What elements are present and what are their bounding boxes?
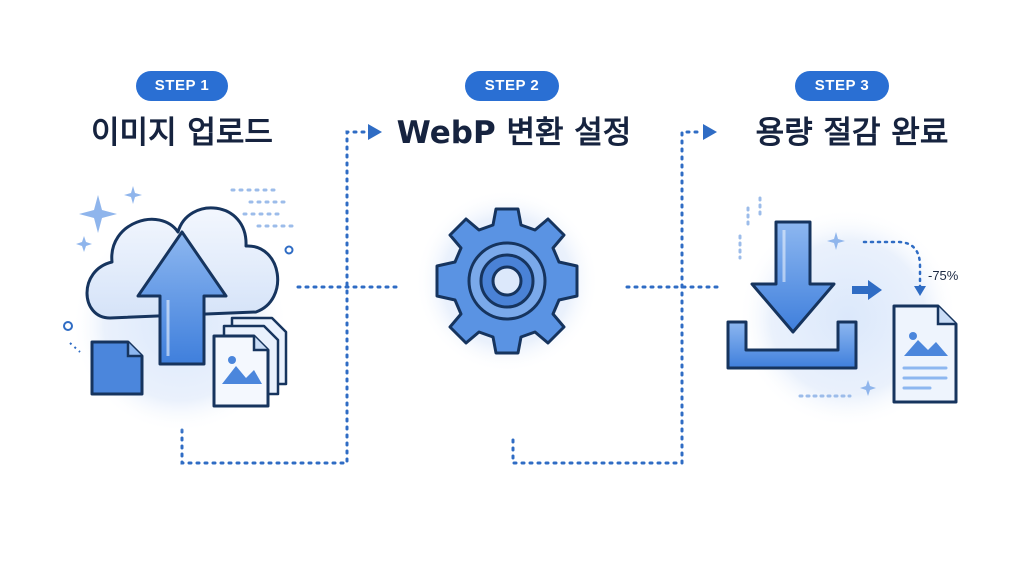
right-arrow-icon <box>852 280 882 300</box>
reduction-arrow <box>862 240 922 290</box>
image-file-icon <box>892 304 958 404</box>
step-1-badge: STEP 1 <box>136 71 228 101</box>
connector-1-2 <box>180 130 400 465</box>
arrow-1-head <box>368 124 382 140</box>
speed-lines-1 <box>230 188 294 228</box>
reduction-label: -75% <box>928 268 959 283</box>
step-1-title: 이미지 업로드 <box>91 115 273 151</box>
connector-2-3 <box>511 130 724 465</box>
cloud-upload-icon <box>72 206 288 433</box>
gear-icon <box>415 189 599 373</box>
step-2-title: WebP 변환 설정 <box>396 115 632 151</box>
step-2-badge: STEP 2 <box>465 71 559 101</box>
arrow-2-head <box>703 124 717 140</box>
sparkle-icon <box>76 186 142 252</box>
step-3-title: 용량 절감 완료 <box>755 115 949 151</box>
step-3-badge: STEP 3 <box>795 71 889 101</box>
sparkle-icon <box>827 232 876 396</box>
